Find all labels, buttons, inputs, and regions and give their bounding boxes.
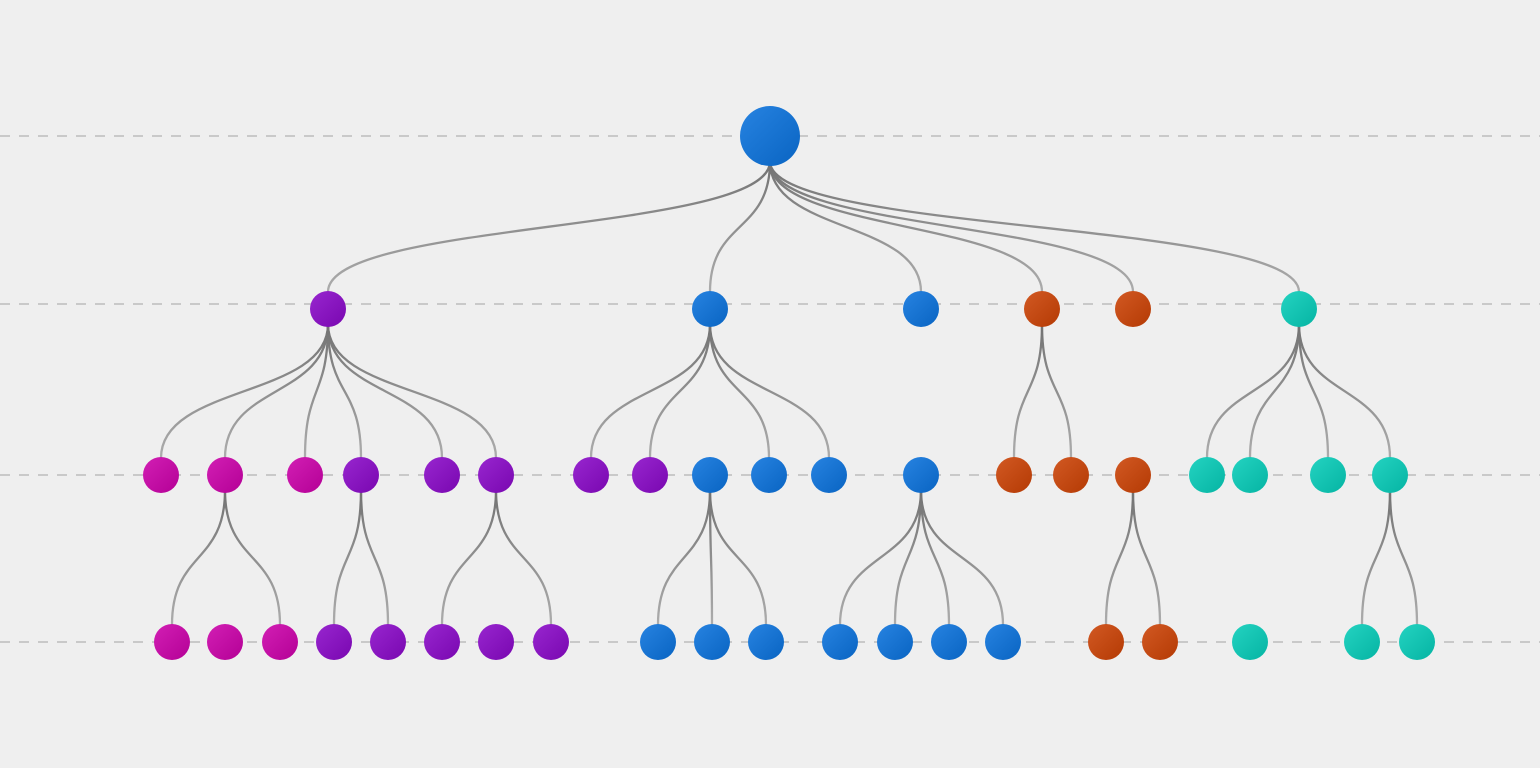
edge-p1-to-p1-4 bbox=[326, 324, 363, 458]
tree-node-o1 bbox=[1024, 291, 1060, 327]
tree-node-o2-1 bbox=[1115, 457, 1151, 493]
edge-t1-to-t1-4 bbox=[1297, 324, 1392, 458]
level-guides bbox=[0, 135, 1540, 643]
tree-node-p1-1 bbox=[143, 457, 179, 493]
edge-b1-to-b1-5 bbox=[708, 324, 831, 458]
tree-node-t1-4 bbox=[1372, 457, 1408, 493]
tree-node-p1-6-2 bbox=[478, 624, 514, 660]
edge-p1-4-to-p1-4-1 bbox=[332, 490, 363, 625]
edge-b1-3-to-b1-3-1 bbox=[656, 490, 712, 625]
tree-node-p1-5 bbox=[424, 457, 460, 493]
tree-node-b1-5 bbox=[811, 457, 847, 493]
tree-node-t1-4-1 bbox=[1344, 624, 1380, 660]
edge-root-to-b1 bbox=[708, 161, 772, 292]
tree-node-t1-3 bbox=[1310, 457, 1346, 493]
edge-b1-to-b1-4 bbox=[708, 324, 771, 458]
tree-node-t1-1 bbox=[1189, 457, 1225, 493]
tree-node-b1-3-3 bbox=[748, 624, 784, 660]
edge-b2-1-to-b2-1-3 bbox=[919, 490, 951, 625]
tree-node-b2-1-1 bbox=[822, 624, 858, 660]
tree-node-b2-1-3 bbox=[931, 624, 967, 660]
tree-node-o1-1 bbox=[996, 457, 1032, 493]
tree-node-o2-1-1 bbox=[1088, 624, 1124, 660]
tree-node-b2-1 bbox=[903, 457, 939, 493]
tree-node-o2-1-2 bbox=[1142, 624, 1178, 660]
tree-node-b1-1 bbox=[573, 457, 609, 493]
edge-p1-6-to-p1-6-1 bbox=[440, 490, 498, 625]
edge-b1-to-b1-2 bbox=[648, 324, 712, 458]
edge-o2-1-to-o2-1-1 bbox=[1104, 490, 1135, 625]
edge-p1-to-p1-1 bbox=[159, 324, 330, 458]
tree-node-p1-2 bbox=[207, 457, 243, 493]
tree-node-t1-2-1 bbox=[1232, 624, 1268, 660]
edge-p1-6-to-p1-6-3 bbox=[494, 490, 553, 625]
edge-root-to-o2 bbox=[768, 161, 1135, 292]
edge-b1-3-to-b1-3-3 bbox=[708, 490, 768, 625]
edge-t1-to-t1-3 bbox=[1297, 324, 1330, 458]
tree-node-t1 bbox=[1281, 291, 1317, 327]
tree-node-b1 bbox=[692, 291, 728, 327]
edge-p1-to-p1-2 bbox=[223, 324, 330, 458]
tree-edges bbox=[159, 161, 1419, 625]
edge-b1-3-to-b1-3-2 bbox=[708, 490, 714, 625]
edge-root-to-o1 bbox=[768, 161, 1044, 292]
edge-t1-4-to-t1-4-1 bbox=[1360, 490, 1392, 625]
tree-node-p1-4-2 bbox=[370, 624, 406, 660]
edge-o1-to-o1-1 bbox=[1012, 324, 1044, 458]
edge-t1-to-t1-1 bbox=[1205, 324, 1301, 458]
edge-p1-to-p1-3 bbox=[303, 324, 330, 458]
tree-node-b2-1-4 bbox=[985, 624, 1021, 660]
root-node bbox=[740, 106, 800, 166]
tree-node-p1-2-2 bbox=[207, 624, 243, 660]
tree-node-b1-3 bbox=[692, 457, 728, 493]
tree-node-b2-1-2 bbox=[877, 624, 913, 660]
edge-b1-to-b1-1 bbox=[589, 324, 712, 458]
tree-node-p1-4 bbox=[343, 457, 379, 493]
edge-t1-4-to-t1-4-2 bbox=[1388, 490, 1419, 625]
tree-node-p1-4-1 bbox=[316, 624, 352, 660]
edge-b2-1-to-b2-1-4 bbox=[919, 490, 1005, 625]
tree-node-b1-3-1 bbox=[640, 624, 676, 660]
tree-node-t1-4-2 bbox=[1399, 624, 1435, 660]
edge-o2-1-to-o2-1-2 bbox=[1131, 490, 1162, 625]
edge-p1-2-to-p1-2-3 bbox=[223, 490, 282, 625]
edge-b2-1-to-b2-1-2 bbox=[893, 490, 923, 625]
tree-node-b1-3-2 bbox=[694, 624, 730, 660]
edge-root-to-b2 bbox=[768, 161, 923, 292]
edge-b2-1-to-b2-1-1 bbox=[838, 490, 923, 625]
tree-nodes bbox=[143, 106, 1435, 660]
edge-t1-to-t1-2 bbox=[1248, 324, 1301, 458]
tree-node-o1-2 bbox=[1053, 457, 1089, 493]
tree-node-b1-4 bbox=[751, 457, 787, 493]
tree-node-p1-6-1 bbox=[424, 624, 460, 660]
edge-p1-to-p1-6 bbox=[326, 324, 498, 458]
edge-p1-to-p1-5 bbox=[326, 324, 444, 458]
edge-p1-2-to-p1-2-1 bbox=[170, 490, 227, 625]
tree-node-b2 bbox=[903, 291, 939, 327]
edge-root-to-t1 bbox=[768, 161, 1301, 293]
edge-o1-to-o1-2 bbox=[1040, 324, 1073, 458]
tree-node-t1-2 bbox=[1232, 457, 1268, 493]
tree-node-p1-2-3 bbox=[262, 624, 298, 660]
tree-node-p1-3 bbox=[287, 457, 323, 493]
edge-p1-4-to-p1-4-2 bbox=[359, 490, 390, 625]
tree-node-b1-2 bbox=[632, 457, 668, 493]
tree-node-p1-6 bbox=[478, 457, 514, 493]
tree-node-p1-6-3 bbox=[533, 624, 569, 660]
edge-root-to-p1 bbox=[326, 161, 772, 292]
tree-node-p1-2-1 bbox=[154, 624, 190, 660]
tree-node-o2 bbox=[1115, 291, 1151, 327]
tree-node-p1 bbox=[310, 291, 346, 327]
